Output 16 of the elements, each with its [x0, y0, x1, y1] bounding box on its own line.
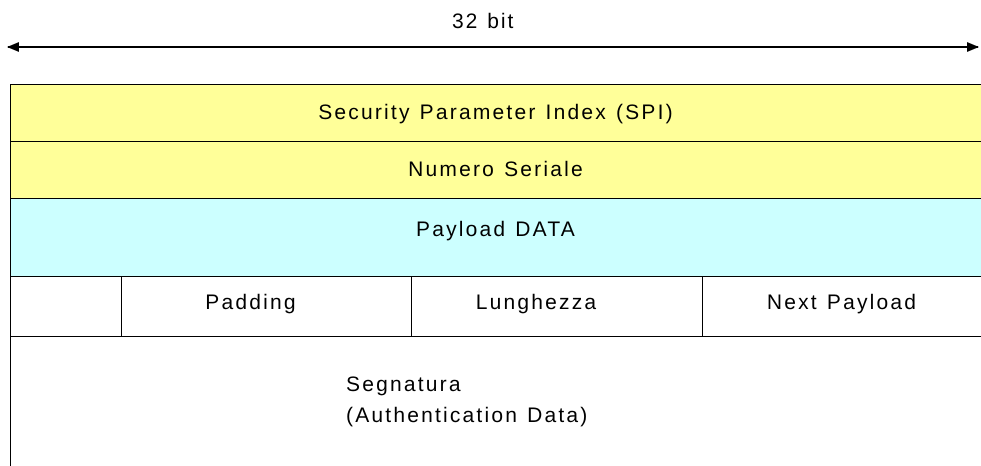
field-cell — [10, 276, 121, 336]
field-cell — [10, 336, 981, 466]
field-label: Payload DATA — [416, 218, 577, 242]
field-cell — [10, 84, 981, 141]
field-cell — [702, 276, 981, 336]
field-label: Lunghezza — [476, 290, 598, 314]
field-label: Padding — [205, 290, 298, 314]
field-label: Segnatura (Authentication Data) — [346, 372, 590, 429]
field-label: Next Payload — [766, 290, 918, 314]
field-cell — [411, 276, 702, 336]
field-label: Numero Seriale — [408, 158, 585, 182]
dimension-label: 32 bit — [452, 10, 516, 34]
field-cell — [10, 141, 981, 198]
field-cell — [10, 198, 981, 276]
field-cell — [121, 276, 411, 336]
field-label: Security Parameter Index (SPI) — [318, 101, 675, 125]
